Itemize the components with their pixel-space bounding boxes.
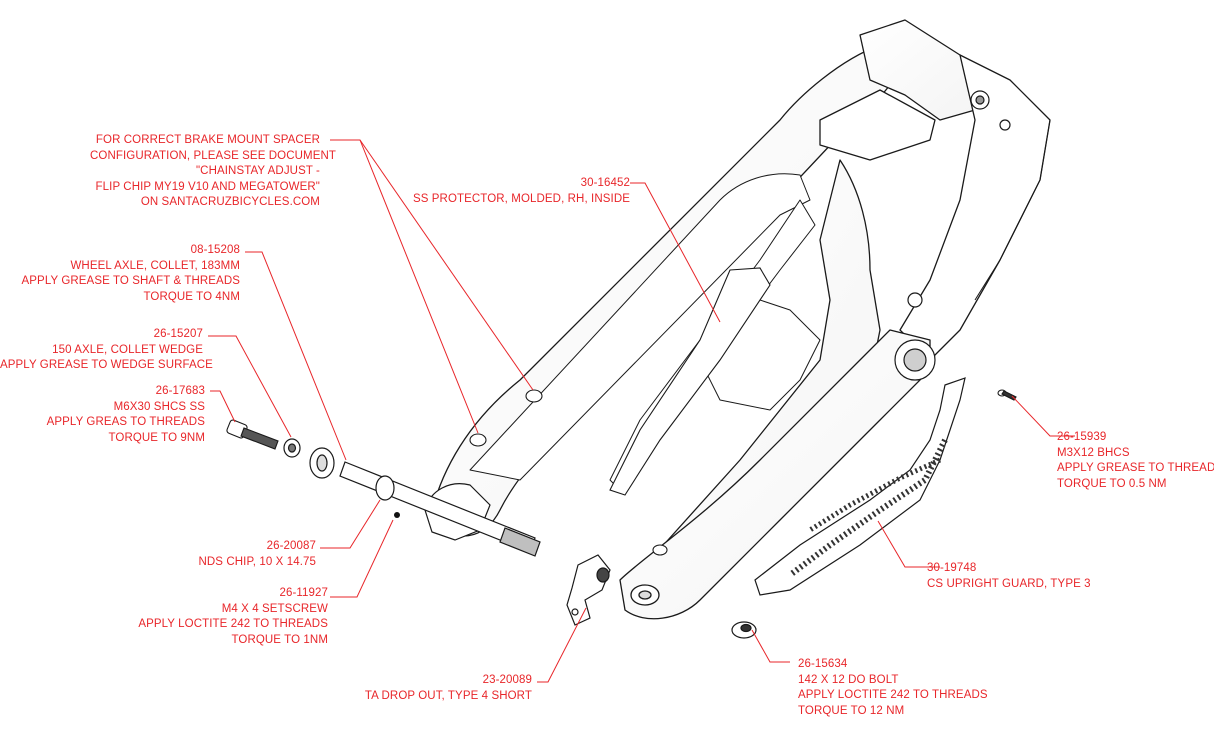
part-description: M4 X 4 SETSCREW bbox=[221, 602, 328, 615]
part-number: 26-17683 bbox=[155, 385, 205, 397]
part-torque: TORQUE TO 9NM bbox=[108, 431, 205, 444]
main-pivot bbox=[894, 90, 1011, 381]
stay-bosses bbox=[469, 389, 668, 556]
part-description: CS UPRIGHT GUARD, TYPE 3 bbox=[927, 577, 1091, 590]
callout-line: FOR CORRECT BRAKE MOUNT SPACER bbox=[95, 134, 320, 146]
part-instruction: APPLY LOCTITE 242 TO THREADS bbox=[138, 618, 328, 631]
part-instruction: APPLY GREASE TO THREADS bbox=[1057, 462, 1214, 475]
callout-line: CONFIGURATION, PLEASE SEE DOCUMENT bbox=[90, 149, 336, 162]
callout-wheel-axle: 08-15208 WHEEL AXLE, COLLET, 183MM APPLY… bbox=[10, 243, 240, 305]
callout-do-bolt: 26-15634 142 X 12 DO BOLT APPLY LOCTITE … bbox=[798, 657, 998, 719]
part-number: 30-19748 bbox=[927, 562, 977, 574]
callout-nds-chip: 26-20087 NDS CHIP, 10 X 14.75 bbox=[120, 539, 316, 570]
part-instruction: APPLY LOCTITE 242 TO THREADS bbox=[798, 689, 988, 702]
part-instruction: APPLY GREASE TO SHAFT & THREADS bbox=[21, 275, 240, 288]
callout-line: FLIP CHIP MY19 V10 AND MEGATOWER" bbox=[95, 180, 320, 193]
part-torque: TORQUE TO 12 NM bbox=[798, 704, 905, 717]
callout-line: ON SANTACRUZBICYCLES.COM bbox=[140, 196, 320, 209]
bhcs-bolt-part bbox=[997, 389, 1017, 401]
part-torque: TORQUE TO 1NM bbox=[231, 633, 328, 646]
part-number: 08-15208 bbox=[190, 244, 240, 256]
part-description: WHEEL AXLE, COLLET, 183MM bbox=[70, 259, 240, 272]
part-description: SS PROTECTOR, MOLDED, RH, INSIDE bbox=[412, 192, 630, 205]
shcs-bolt-part bbox=[226, 419, 279, 450]
part-number: 26-11927 bbox=[279, 587, 328, 599]
callout-cs-guard: 30-19748 CS UPRIGHT GUARD, TYPE 3 bbox=[927, 561, 1107, 592]
part-number: 26-20087 bbox=[266, 540, 316, 552]
part-number: 26-15939 bbox=[1057, 431, 1107, 443]
part-number: 26-15634 bbox=[798, 658, 848, 670]
part-description: TA DROP OUT, TYPE 4 SHORT bbox=[364, 689, 532, 702]
callout-setscrew: 26-11927 M4 X 4 SETSCREW APPLY LOCTITE 2… bbox=[100, 586, 328, 648]
ss-protector-part bbox=[609, 267, 771, 496]
part-number: 23-20089 bbox=[482, 674, 532, 686]
callout-bhcs: 26-15939 M3X12 BHCS APPLY GREASE TO THRE… bbox=[1057, 430, 1214, 492]
leader-lines bbox=[208, 139, 1075, 683]
part-number: 26-15207 bbox=[153, 328, 203, 340]
part-description: NDS CHIP, 10 X 14.75 bbox=[198, 555, 316, 568]
chainstay bbox=[619, 329, 931, 620]
part-number: 30-16452 bbox=[580, 177, 630, 189]
callout-brake-note: FOR CORRECT BRAKE MOUNT SPACER CONFIGURA… bbox=[90, 133, 336, 211]
callout-ss-protector: 30-16452 SS PROTECTOR, MOLDED, RH, INSID… bbox=[390, 176, 630, 207]
do-bolt-part bbox=[731, 621, 757, 639]
callout-line: "CHAINSTAY ADJUST - bbox=[196, 165, 320, 178]
part-instruction: APPLY GREASE TO WEDGE SURFACE bbox=[0, 359, 213, 372]
part-torque: TORQUE TO 0.5 NM bbox=[1057, 477, 1167, 490]
ta-dropout-part bbox=[566, 554, 611, 626]
axle-assembly bbox=[283, 438, 541, 557]
callout-shcs: 26-17683 M6X30 SHCS SS APPLY GREAS TO TH… bbox=[0, 384, 205, 446]
part-description: M3X12 BHCS bbox=[1057, 446, 1130, 459]
callout-collet-wedge: 26-15207 150 AXLE, COLLET WEDGE APPLY GR… bbox=[0, 327, 213, 374]
part-description: 142 X 12 DO BOLT bbox=[798, 673, 899, 686]
setscrew-part bbox=[394, 512, 400, 518]
callout-drop-out: 23-20089 TA DROP OUT, TYPE 4 SHORT bbox=[330, 673, 532, 704]
part-instruction: APPLY GREAS TO THREADS bbox=[46, 416, 205, 429]
part-torque: TORQUE TO 4NM bbox=[143, 290, 240, 303]
part-description: M6X30 SHCS SS bbox=[113, 400, 205, 413]
cs-guard-part bbox=[754, 377, 966, 596]
part-description: 150 AXLE, COLLET WEDGE bbox=[52, 343, 203, 356]
